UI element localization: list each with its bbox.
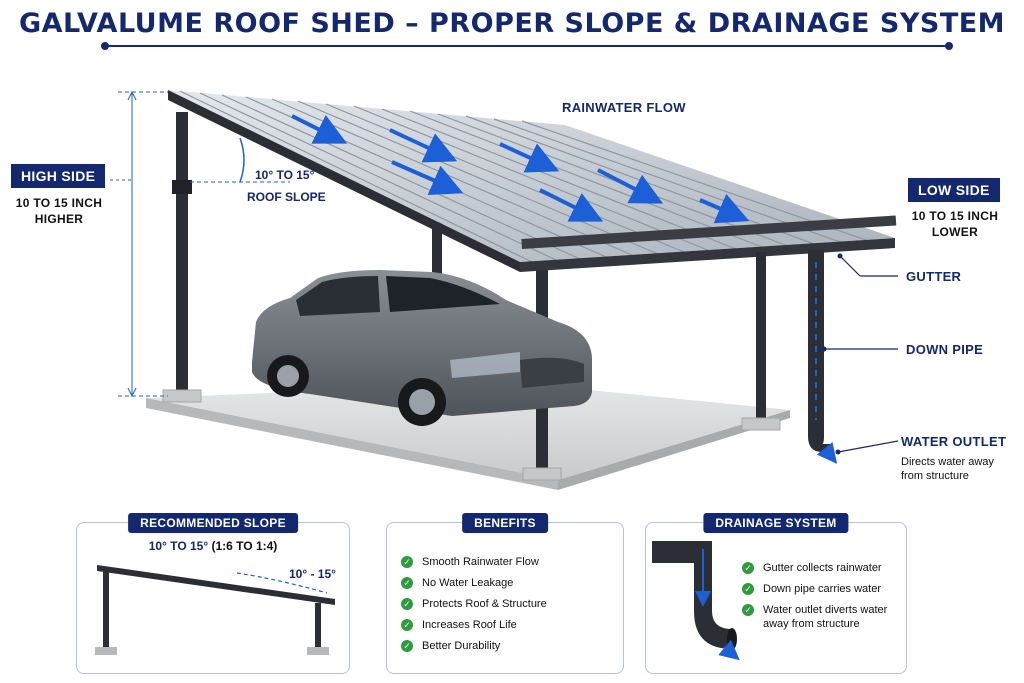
- water-outlet-desc: Directs water away from structure: [901, 455, 994, 483]
- pipe-elbow-illustration: [652, 541, 740, 661]
- drainage-list: ✓ Gutter collects rainwater ✓ Down pipe ca…: [742, 561, 898, 638]
- car-icon: [252, 270, 592, 426]
- slope-angle-label: 10° TO 15°: [255, 168, 315, 182]
- high-side-text: 10 TO 15 INCH HIGHER: [4, 195, 114, 227]
- benefit-label: No Water Leakage: [422, 577, 514, 589]
- down-pipe-label: DOWN PIPE: [906, 342, 984, 357]
- down-pipe: [808, 250, 838, 464]
- recommended-slope-heading: RECOMMENDED SLOPE: [128, 513, 298, 533]
- benefit-label: Better Durability: [422, 640, 501, 652]
- high-side-badge: HIGH SIDE: [11, 164, 106, 188]
- mini-angle-label: 10° - 15°: [289, 567, 336, 581]
- benefit-item: ✓ Smooth Rainwater Flow: [401, 555, 547, 569]
- check-circle-icon: ✓: [401, 619, 413, 631]
- low-side-text: 10 TO 15 INCH LOWER: [900, 208, 1010, 240]
- recommended-slope-panel: RECOMMENDED SLOPE 10° TO 15° (1:6 TO 1:4…: [76, 513, 350, 674]
- benefits-list: ✓ Smooth Rainwater Flow ✓ No Water Leakage…: [401, 555, 547, 660]
- post-footings: [162, 389, 781, 481]
- benefit-label: Smooth Rainwater Flow: [422, 556, 539, 568]
- title-divider: [104, 45, 950, 47]
- benefit-label: Increases Roof Life: [422, 619, 517, 631]
- check-circle-icon: ✓: [742, 604, 754, 616]
- benefit-item: ✓ Better Durability: [401, 639, 547, 653]
- drainage-system-panel: DRAINAGE SYSTEM ✓ Gutter collects rainwat…: [645, 513, 907, 674]
- low-side-line1: 10 TO 15 INCH: [911, 209, 999, 223]
- callout-leaders: [824, 255, 899, 453]
- concrete-slab: [146, 383, 790, 490]
- high-side-line2: HIGHER: [34, 212, 84, 226]
- drainage-label: Gutter collects rainwater: [763, 562, 882, 574]
- roof-slope-label: ROOF SLOPE: [247, 190, 326, 204]
- page-title: GALVALUME ROOF SHED – PROPER SLOPE & DRA…: [18, 8, 1006, 39]
- mini-shed-diagram: [95, 565, 335, 655]
- drainage-label: Water outlet diverts water away from str…: [763, 604, 888, 630]
- height-dimension: [110, 90, 168, 398]
- drainage-item: ✓ Down pipe carries water: [742, 582, 898, 596]
- low-side-badge: LOW SIDE: [908, 178, 1000, 202]
- drainage-system-heading: DRAINAGE SYSTEM: [703, 513, 849, 533]
- check-circle-icon: ✓: [401, 640, 413, 652]
- check-circle-icon: ✓: [401, 556, 413, 568]
- gutter-label: GUTTER: [906, 269, 962, 284]
- low-side-line2: LOWER: [931, 225, 979, 239]
- benefit-item: ✓ Increases Roof Life: [401, 618, 547, 632]
- benefit-label: Protects Roof & Structure: [422, 598, 547, 610]
- check-circle-icon: ✓: [401, 577, 413, 589]
- drainage-item: ✓ Gutter collects rainwater: [742, 561, 898, 575]
- recommended-slope-ratio: (1:6 TO 1:4): [211, 539, 278, 553]
- recommended-slope-range: 10° TO 15° (1:6 TO 1:4): [77, 539, 349, 553]
- check-circle-icon: ✓: [742, 583, 754, 595]
- benefit-item: ✓ No Water Leakage: [401, 576, 547, 590]
- benefit-item: ✓ Protects Roof & Structure: [401, 597, 547, 611]
- slope-angle-marker: [190, 137, 290, 183]
- drainage-item: ✓ Water outlet diverts water away from st…: [742, 603, 898, 631]
- check-circle-icon: ✓: [742, 562, 754, 574]
- rainwater-flow-label: RAINWATER FLOW: [562, 100, 686, 115]
- drainage-label: Down pipe carries water: [763, 583, 881, 595]
- check-circle-icon: ✓: [401, 598, 413, 610]
- flow-arrow-icon: [291, 114, 750, 224]
- divider-dot-left: [101, 42, 109, 50]
- water-outlet-desc-line1: Directs water away: [901, 456, 994, 468]
- high-side-line1: 10 TO 15 INCH: [15, 196, 103, 210]
- water-outlet-label: WATER OUTLET: [901, 434, 1007, 449]
- benefits-panel: BENEFITS ✓ Smooth Rainwater Flow ✓ No Wate…: [386, 513, 624, 674]
- water-outlet-desc-line2: from structure: [901, 470, 969, 482]
- roof-panel: [168, 90, 897, 272]
- benefits-heading: BENEFITS: [462, 513, 548, 533]
- recommended-slope-angle: 10° TO 15°: [148, 539, 209, 553]
- divider-dot-right: [945, 42, 953, 50]
